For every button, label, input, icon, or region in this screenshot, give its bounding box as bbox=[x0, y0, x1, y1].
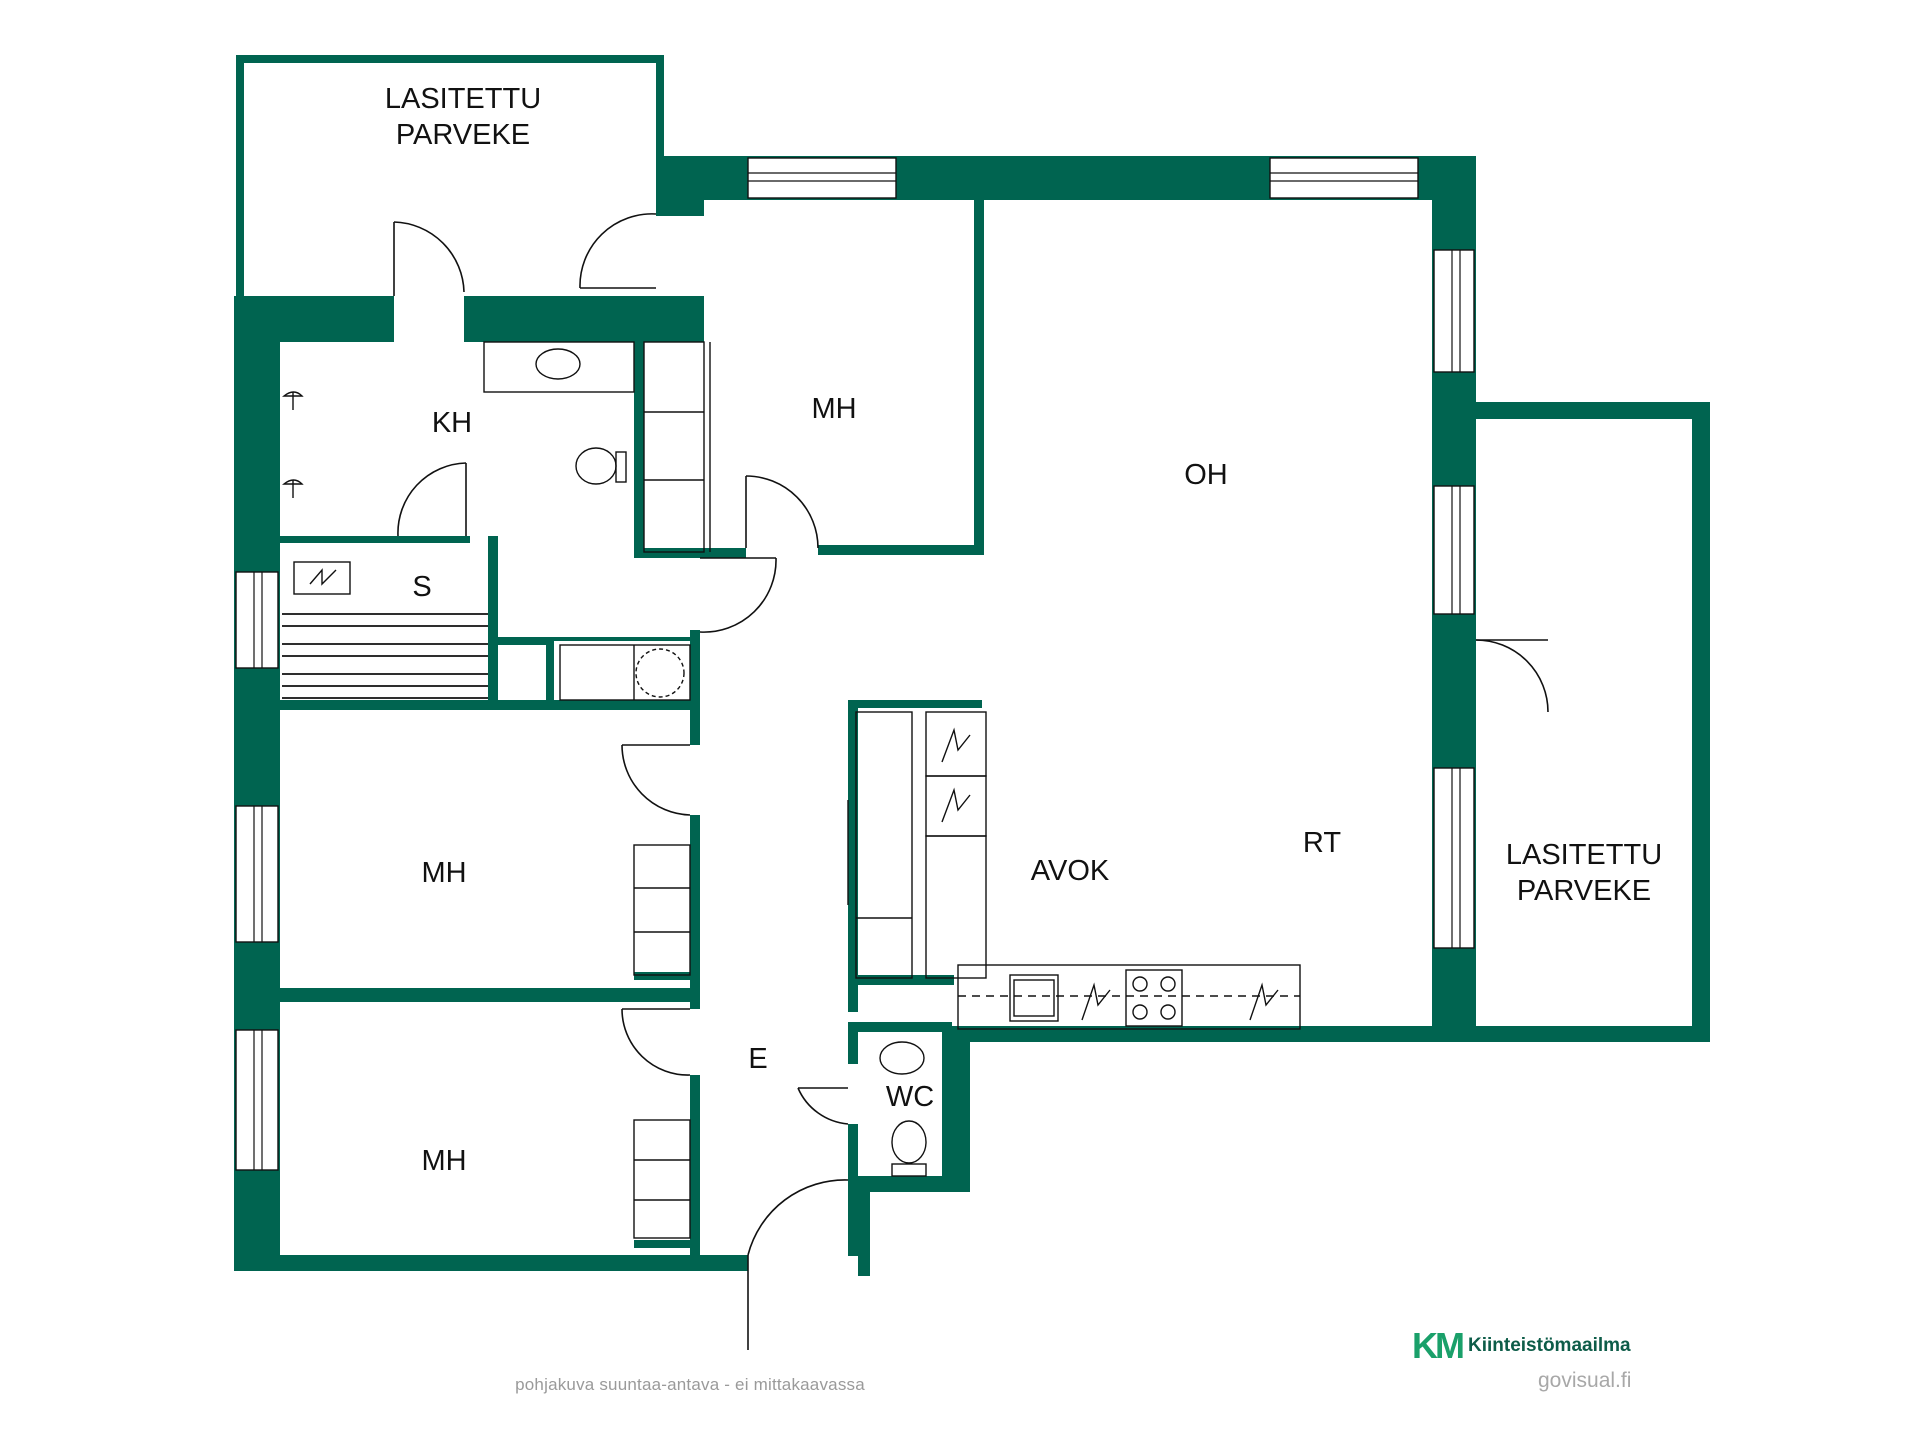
balcony-top-label: LASITETTU bbox=[385, 83, 541, 115]
balcony-right-label-line2: PARVEKE bbox=[1517, 875, 1651, 907]
kitchen-label: AVOK bbox=[1031, 855, 1110, 887]
shower-icon bbox=[282, 479, 304, 498]
living-room-label: OH bbox=[1184, 459, 1228, 491]
stove-icon bbox=[1125, 969, 1183, 1027]
fixtures bbox=[282, 341, 1301, 1239]
walls bbox=[234, 55, 1710, 1276]
sauna-label: S bbox=[412, 571, 431, 603]
brand-logo: KM Kiinteistömaailma bbox=[1412, 1328, 1631, 1364]
appliance-icon bbox=[1249, 982, 1279, 1021]
toilet-icon bbox=[575, 447, 617, 485]
sauna-heater-icon bbox=[293, 561, 351, 595]
site-url: govisual.fi bbox=[1538, 1369, 1632, 1392]
bedroom-top-label: MH bbox=[811, 393, 856, 425]
appliance-icon bbox=[941, 727, 971, 763]
shower-icon bbox=[282, 391, 304, 410]
wc-label: WC bbox=[886, 1081, 934, 1113]
dining-label: RT bbox=[1303, 827, 1341, 859]
toilet-icon bbox=[891, 1120, 927, 1164]
bedroom-bottom-label: MH bbox=[421, 1145, 466, 1177]
room-labels: LASITETTU PARVEKE KH MH OH S AVOK RT LAS… bbox=[385, 83, 1662, 1177]
windows bbox=[235, 157, 1475, 1171]
hall-label: E bbox=[748, 1043, 767, 1075]
appliance-icon bbox=[1081, 982, 1111, 1021]
disclaimer-note: pohjakuva suuntaa-antava - ei mittakaava… bbox=[515, 1375, 865, 1394]
brand-name: Kiinteistömaailma bbox=[1468, 1335, 1631, 1356]
washing-machine-icon bbox=[635, 648, 685, 698]
appliance-icon bbox=[941, 787, 971, 823]
balcony-top-label-line2: PARVEKE bbox=[396, 119, 530, 151]
brand-mark: KM bbox=[1412, 1325, 1465, 1366]
balcony-right-label: LASITETTU bbox=[1506, 839, 1662, 871]
bathroom-label: KH bbox=[432, 407, 472, 439]
doors bbox=[393, 213, 1549, 1350]
sink-icon bbox=[1009, 974, 1059, 1022]
bedroom-mid-label: MH bbox=[421, 857, 466, 889]
window-panes bbox=[253, 172, 1461, 1170]
washbasin-icon bbox=[879, 1041, 925, 1075]
washbasin-icon bbox=[535, 348, 581, 380]
